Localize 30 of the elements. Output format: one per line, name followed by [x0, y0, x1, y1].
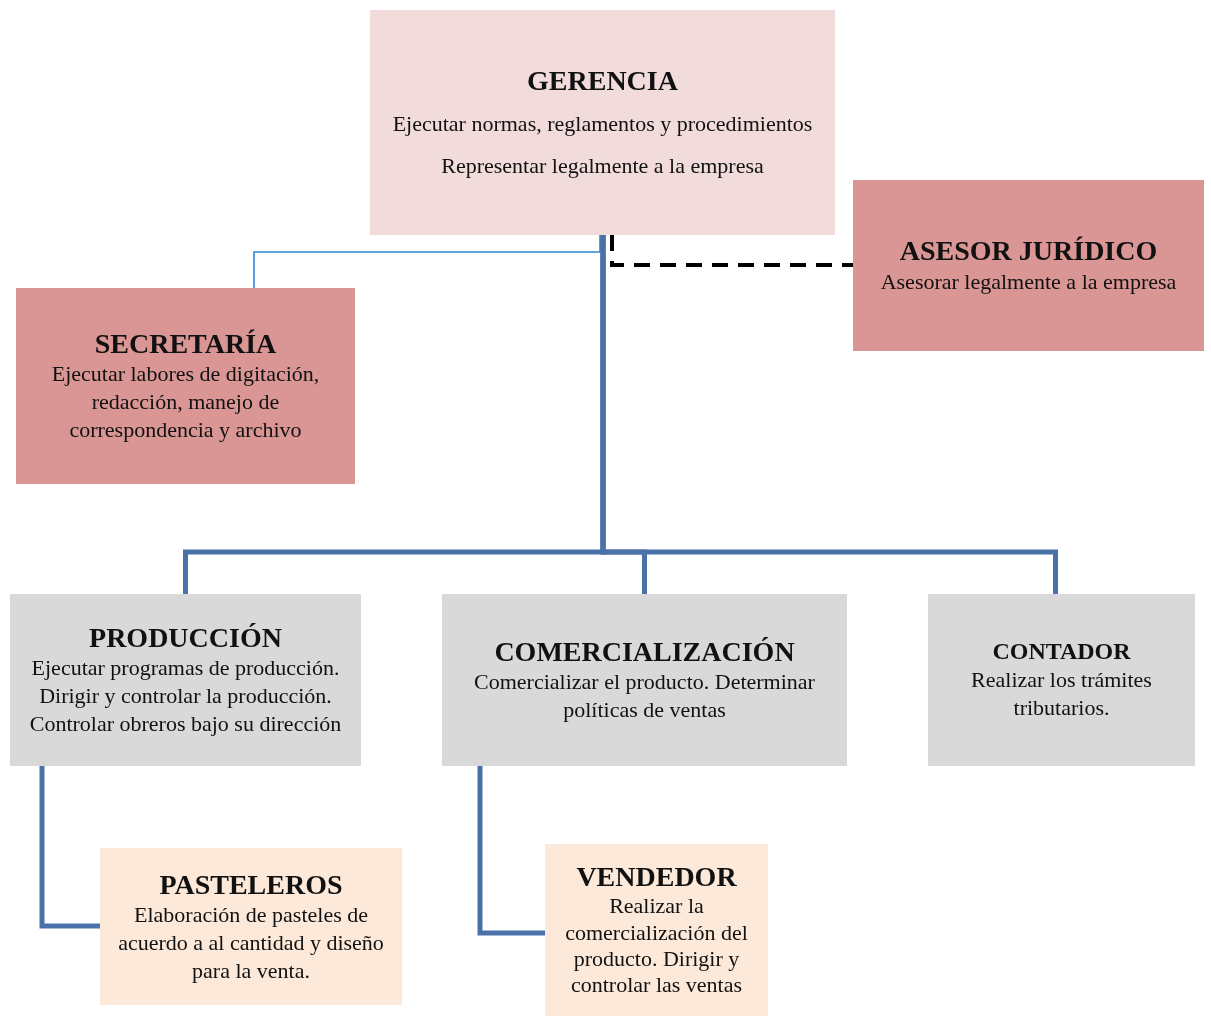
connector-line [39, 766, 100, 929]
secretary-box [16, 288, 355, 484]
box-description: Ejecutar programas de producción. Dirigir y controlar la producción. Controlar obreros bajo su dirección [28, 654, 343, 738]
box-title: CONTADOR [992, 638, 1131, 666]
production-box [10, 594, 361, 766]
box-description: Realizar la comercialización del producto. Dirigir y controlar las ventas [564, 893, 749, 999]
legal-advisor-box [853, 180, 1204, 351]
box-title: SECRETARÍA [94, 328, 277, 361]
connector-line [253, 234, 601, 289]
box-title: GERENCIA [527, 65, 678, 98]
box-description: Elaboración de pasteles de acuerdo a al cantidad y diseño para la venta. [117, 900, 385, 985]
box-title: PRODUCCIÓN [89, 622, 282, 655]
box-title: COMERCIALIZACIÓN [494, 635, 795, 669]
box-description: Asesorar legalmente a la empresa [880, 267, 1177, 296]
box-description: Ejecutar labores de digitación, redacción, manejo de correspondencia y archivo [50, 360, 321, 444]
box-description: Realizar los trámites tributarios. [970, 665, 1153, 722]
accountant-box [928, 594, 1195, 766]
connector-line [477, 766, 545, 936]
sales-box [442, 594, 847, 766]
box-description: Representar legalmente a la empresa [441, 151, 764, 180]
pastry-staff-box [100, 848, 402, 1005]
box-title: PASTELEROS [159, 868, 343, 901]
box-title: ASESOR JURÍDICO [899, 235, 1158, 268]
box-title: VENDEDOR [576, 861, 737, 894]
dashed-connector [610, 235, 853, 267]
manager-box [370, 10, 835, 235]
box-description: Ejecutar normas, reglamentos y procedimientos [392, 109, 813, 138]
seller-box [545, 844, 768, 1016]
connector-line [600, 235, 1058, 594]
box-description: Comercializar el producto. Determinar políticas de ventas [473, 668, 816, 725]
